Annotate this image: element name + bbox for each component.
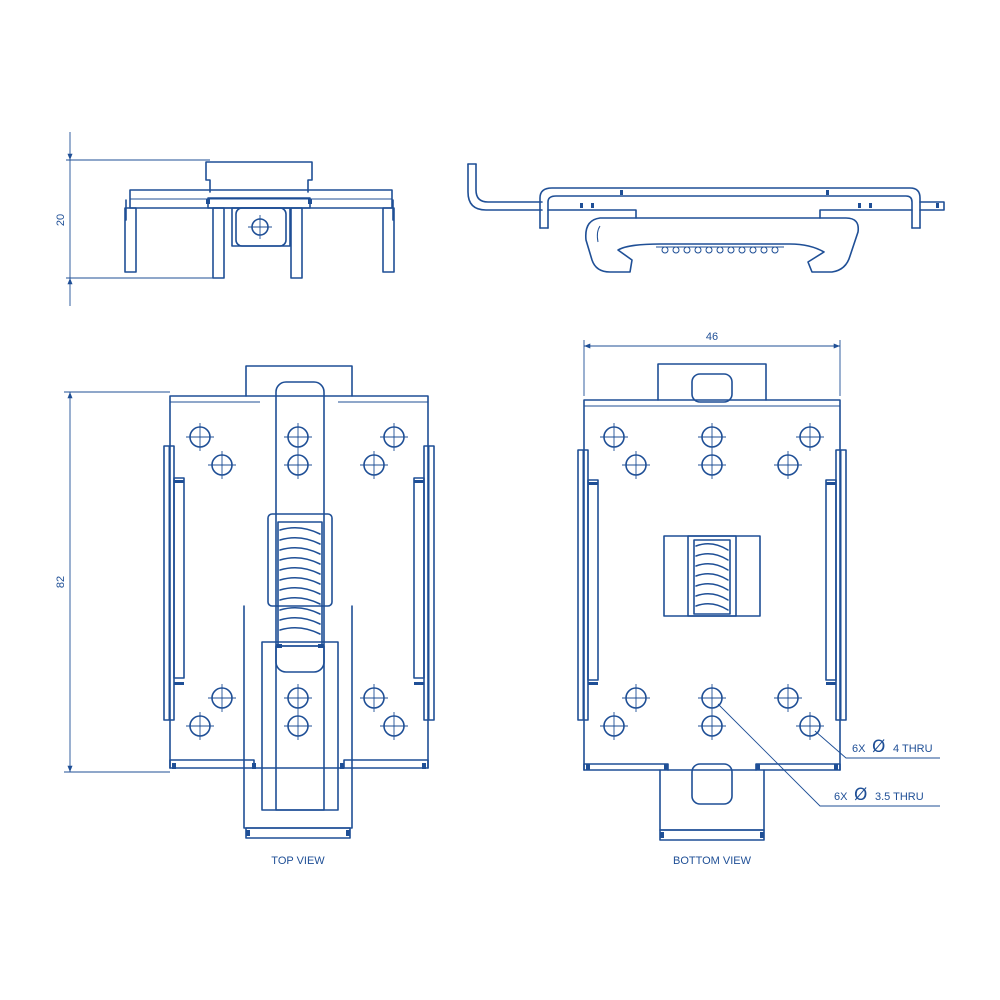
top-view: 82 <box>55 365 435 867</box>
side-view <box>467 163 945 273</box>
dim-length-82: 82 <box>55 576 67 588</box>
front-view: 20 <box>55 132 395 306</box>
top-view-label: TOP VIEW <box>271 855 325 867</box>
bottom-view-holes <box>600 423 824 740</box>
callout-hole4-qty: 6X <box>852 743 866 755</box>
callout-hole35-qty: 6X <box>834 791 848 803</box>
bottom-view-label: BOTTOM VIEW <box>673 855 752 867</box>
callout-hole35-text: 3.5 THRU <box>875 791 924 803</box>
bottom-spring <box>663 535 761 617</box>
dim-height-20: 20 <box>55 214 67 226</box>
callout-hole4-diameter-symbol: Ø <box>872 737 885 757</box>
bottom-view: 46 <box>577 331 940 867</box>
callout-hole4-text: 4 THRU <box>893 743 933 755</box>
top-view-holes <box>186 423 408 740</box>
dim-width-46: 46 <box>706 331 718 343</box>
side-spring <box>656 246 784 254</box>
callout-hole35-diameter-symbol: Ø <box>854 785 867 805</box>
top-spring <box>277 521 323 647</box>
